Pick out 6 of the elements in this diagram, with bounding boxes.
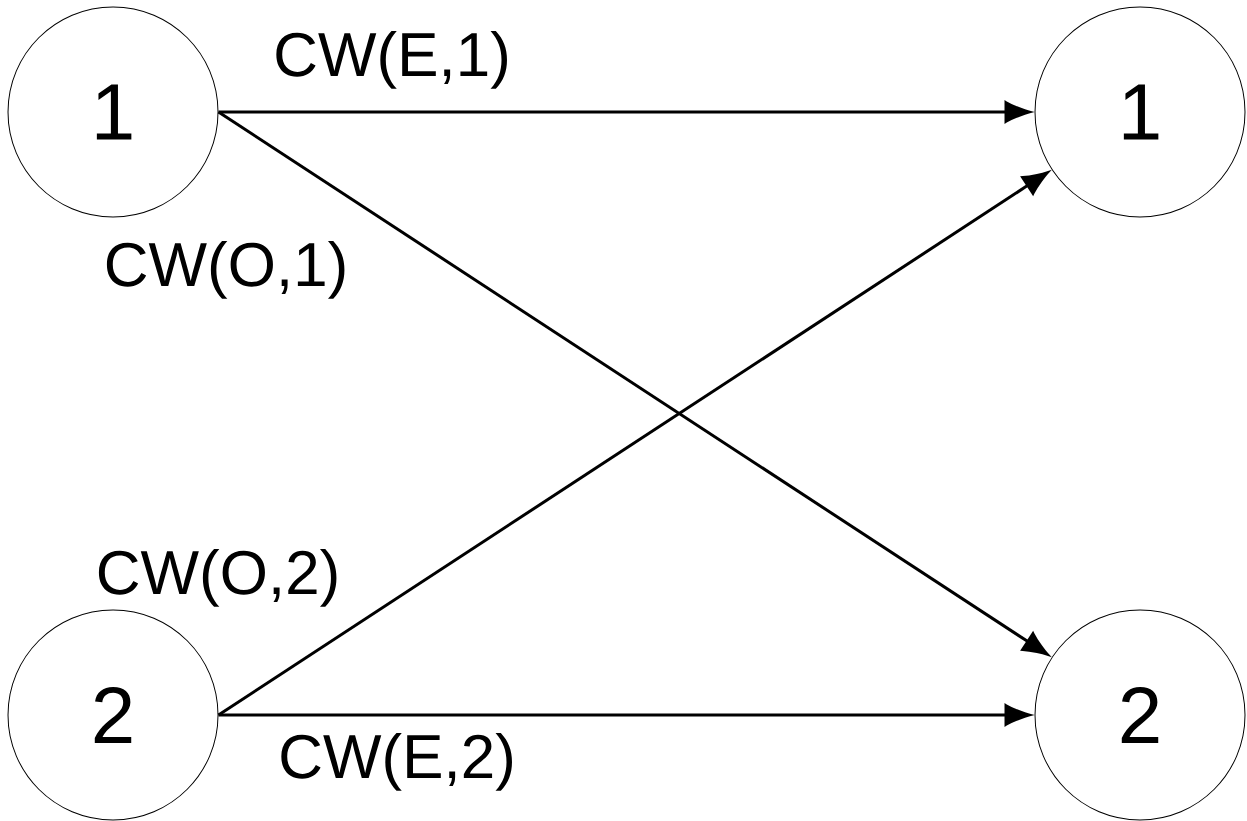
edge-label: CW(O,1) [102, 240, 350, 300]
edge-label: CW(O,2) [94, 548, 342, 608]
edge-label: CW(E,2) [277, 732, 517, 792]
edge-label: CW(E,1) [272, 30, 512, 90]
arrow [217, 110, 1049, 656]
arrow [217, 171, 1049, 717]
